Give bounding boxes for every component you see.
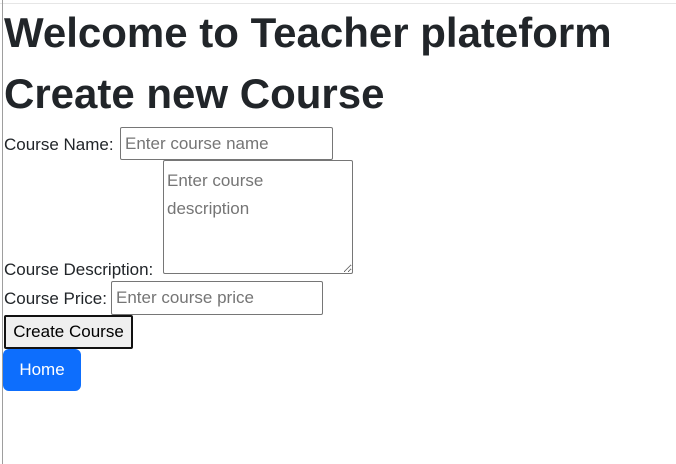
course-name-label: Course Name: — [4, 135, 114, 154]
course-description-label: Course Description: — [4, 260, 154, 279]
form-title: Create new Course — [4, 70, 385, 117]
course-price-label: Course Price: — [4, 289, 107, 308]
course-name-input[interactable] — [120, 127, 333, 160]
top-divider — [0, 3, 676, 4]
create-course-button[interactable]: Create Course — [4, 315, 133, 349]
course-description-textarea[interactable] — [163, 160, 353, 274]
home-button[interactable]: Home — [3, 349, 81, 391]
left-edge-divider — [2, 0, 3, 464]
course-price-input[interactable] — [111, 281, 323, 315]
page-title: Welcome to Teacher plateform — [4, 9, 612, 56]
